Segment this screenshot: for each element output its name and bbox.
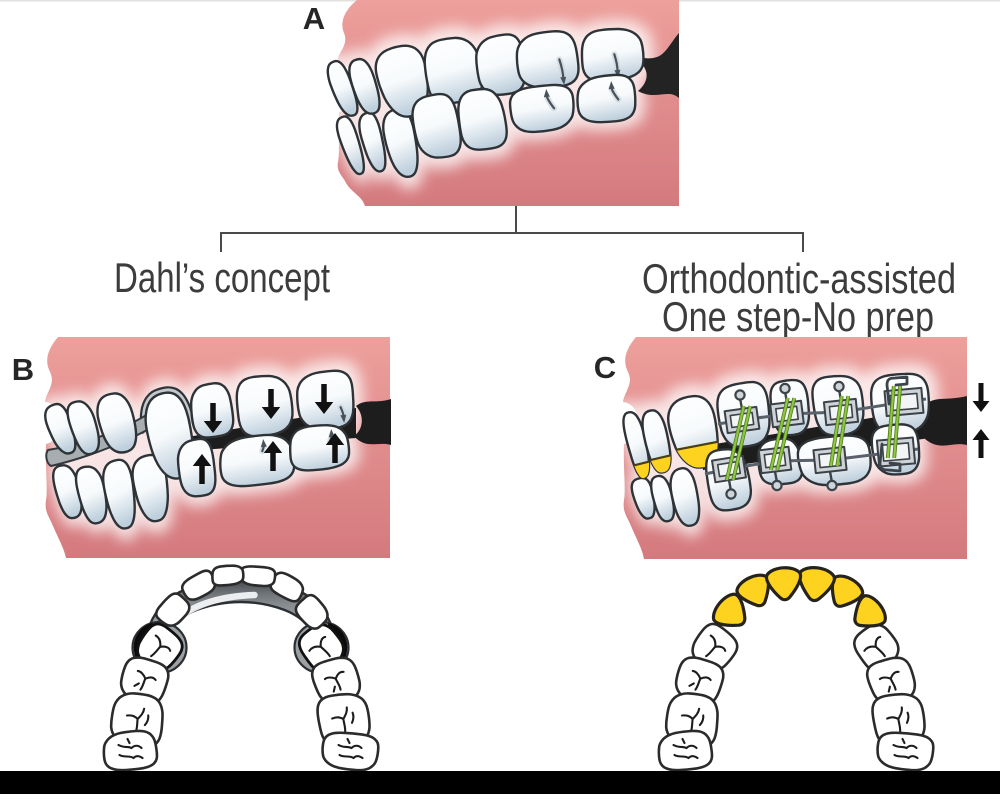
svg-text:One step-No prep: One step-No prep bbox=[662, 293, 934, 340]
svg-text:C: C bbox=[594, 350, 616, 385]
svg-text:Dahl’s concept: Dahl’s concept bbox=[114, 254, 330, 301]
svg-text:B: B bbox=[12, 352, 34, 387]
svg-text:A: A bbox=[303, 1, 325, 36]
svg-text:Orthodontic-assisted: Orthodontic-assisted bbox=[642, 255, 956, 302]
